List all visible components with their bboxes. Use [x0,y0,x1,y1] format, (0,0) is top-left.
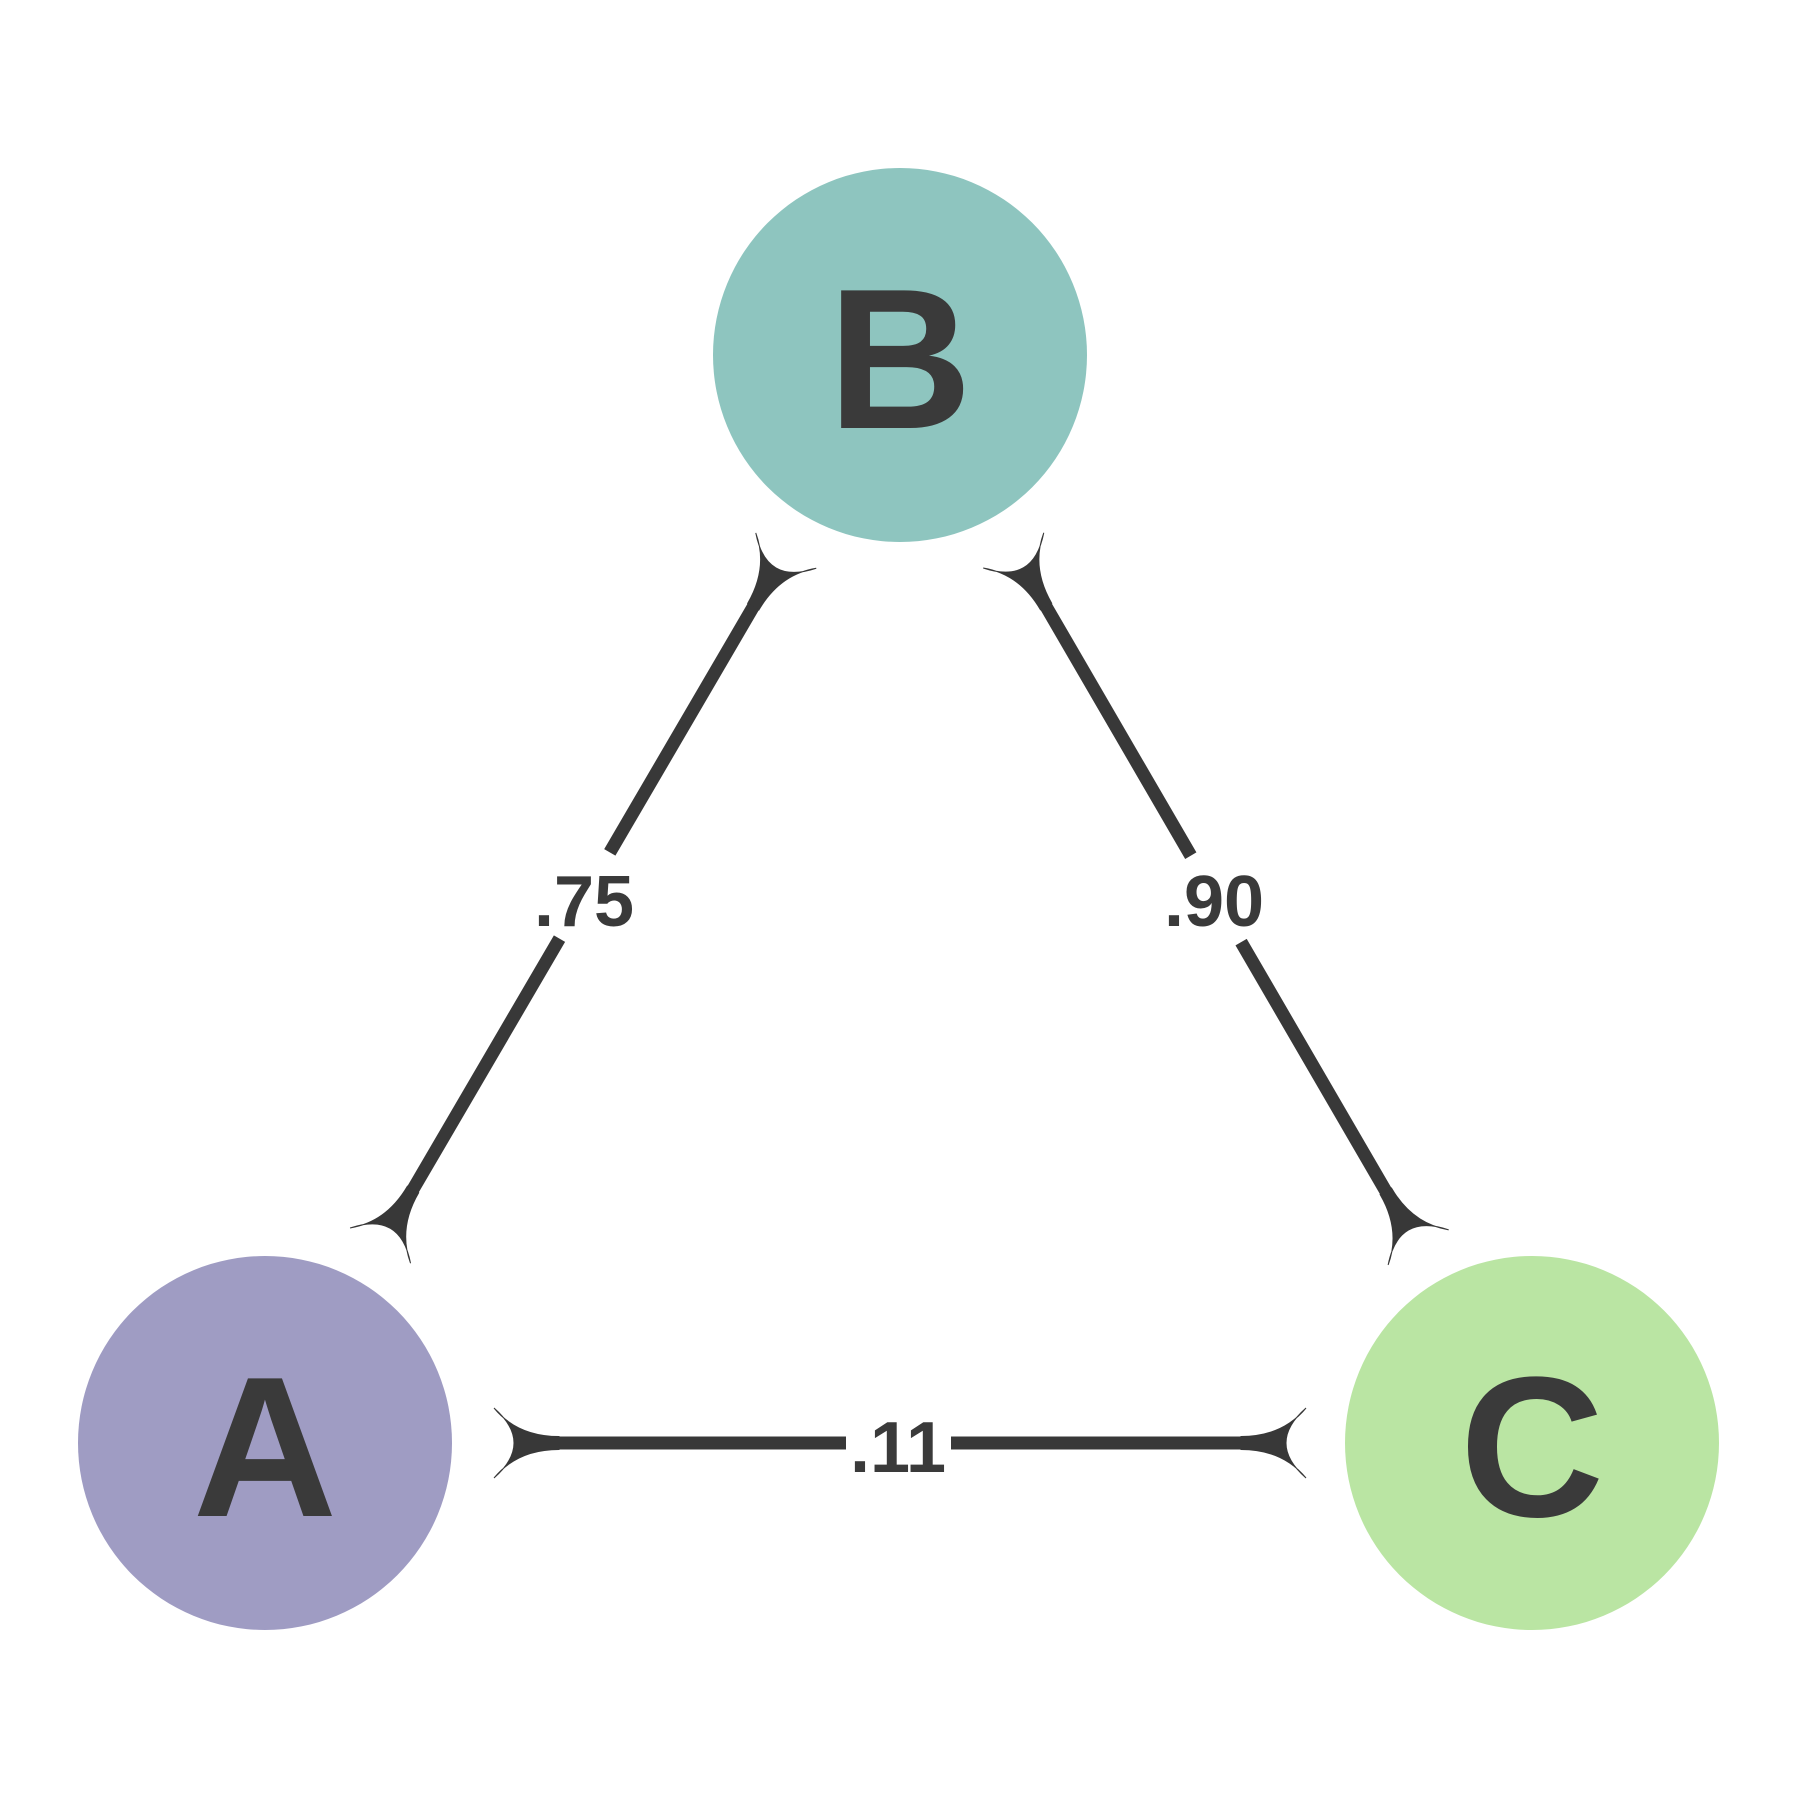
edge-a-c [493,1407,1307,1479]
edge-label-a-b: .75 [534,862,634,942]
node-b: B [713,168,1087,542]
edge-label-a-c: .11 [850,1408,946,1488]
edge-a-b-segment-upper [604,603,759,856]
arrowhead-toward-c-icon [1354,1173,1450,1266]
arrowhead-toward-b-icon [722,532,817,625]
edge-b-c-segment-upper [1040,603,1197,859]
arrowhead-toward-b-icon [982,532,1077,625]
node-b-label: B [828,248,972,471]
arrowhead-toward-a-icon [349,1171,444,1264]
node-c-label: C [1460,1336,1604,1559]
node-c-circle [1345,1256,1719,1630]
node-a: A [78,1256,452,1630]
edge-a-b-segment-lower [407,935,566,1193]
edge-b-c [982,532,1450,1266]
edge-b-c-segment-lower [1235,938,1392,1195]
node-a-circle [78,1256,452,1630]
edge-label-b-c: .90 [1164,862,1264,942]
arrowhead-toward-c-icon [1240,1407,1307,1479]
node-b-circle [713,168,1087,542]
arrowhead-toward-a-icon [493,1407,560,1479]
node-a-label: A [193,1336,337,1559]
edge-a-b [349,532,817,1264]
node-c: C [1345,1256,1719,1630]
